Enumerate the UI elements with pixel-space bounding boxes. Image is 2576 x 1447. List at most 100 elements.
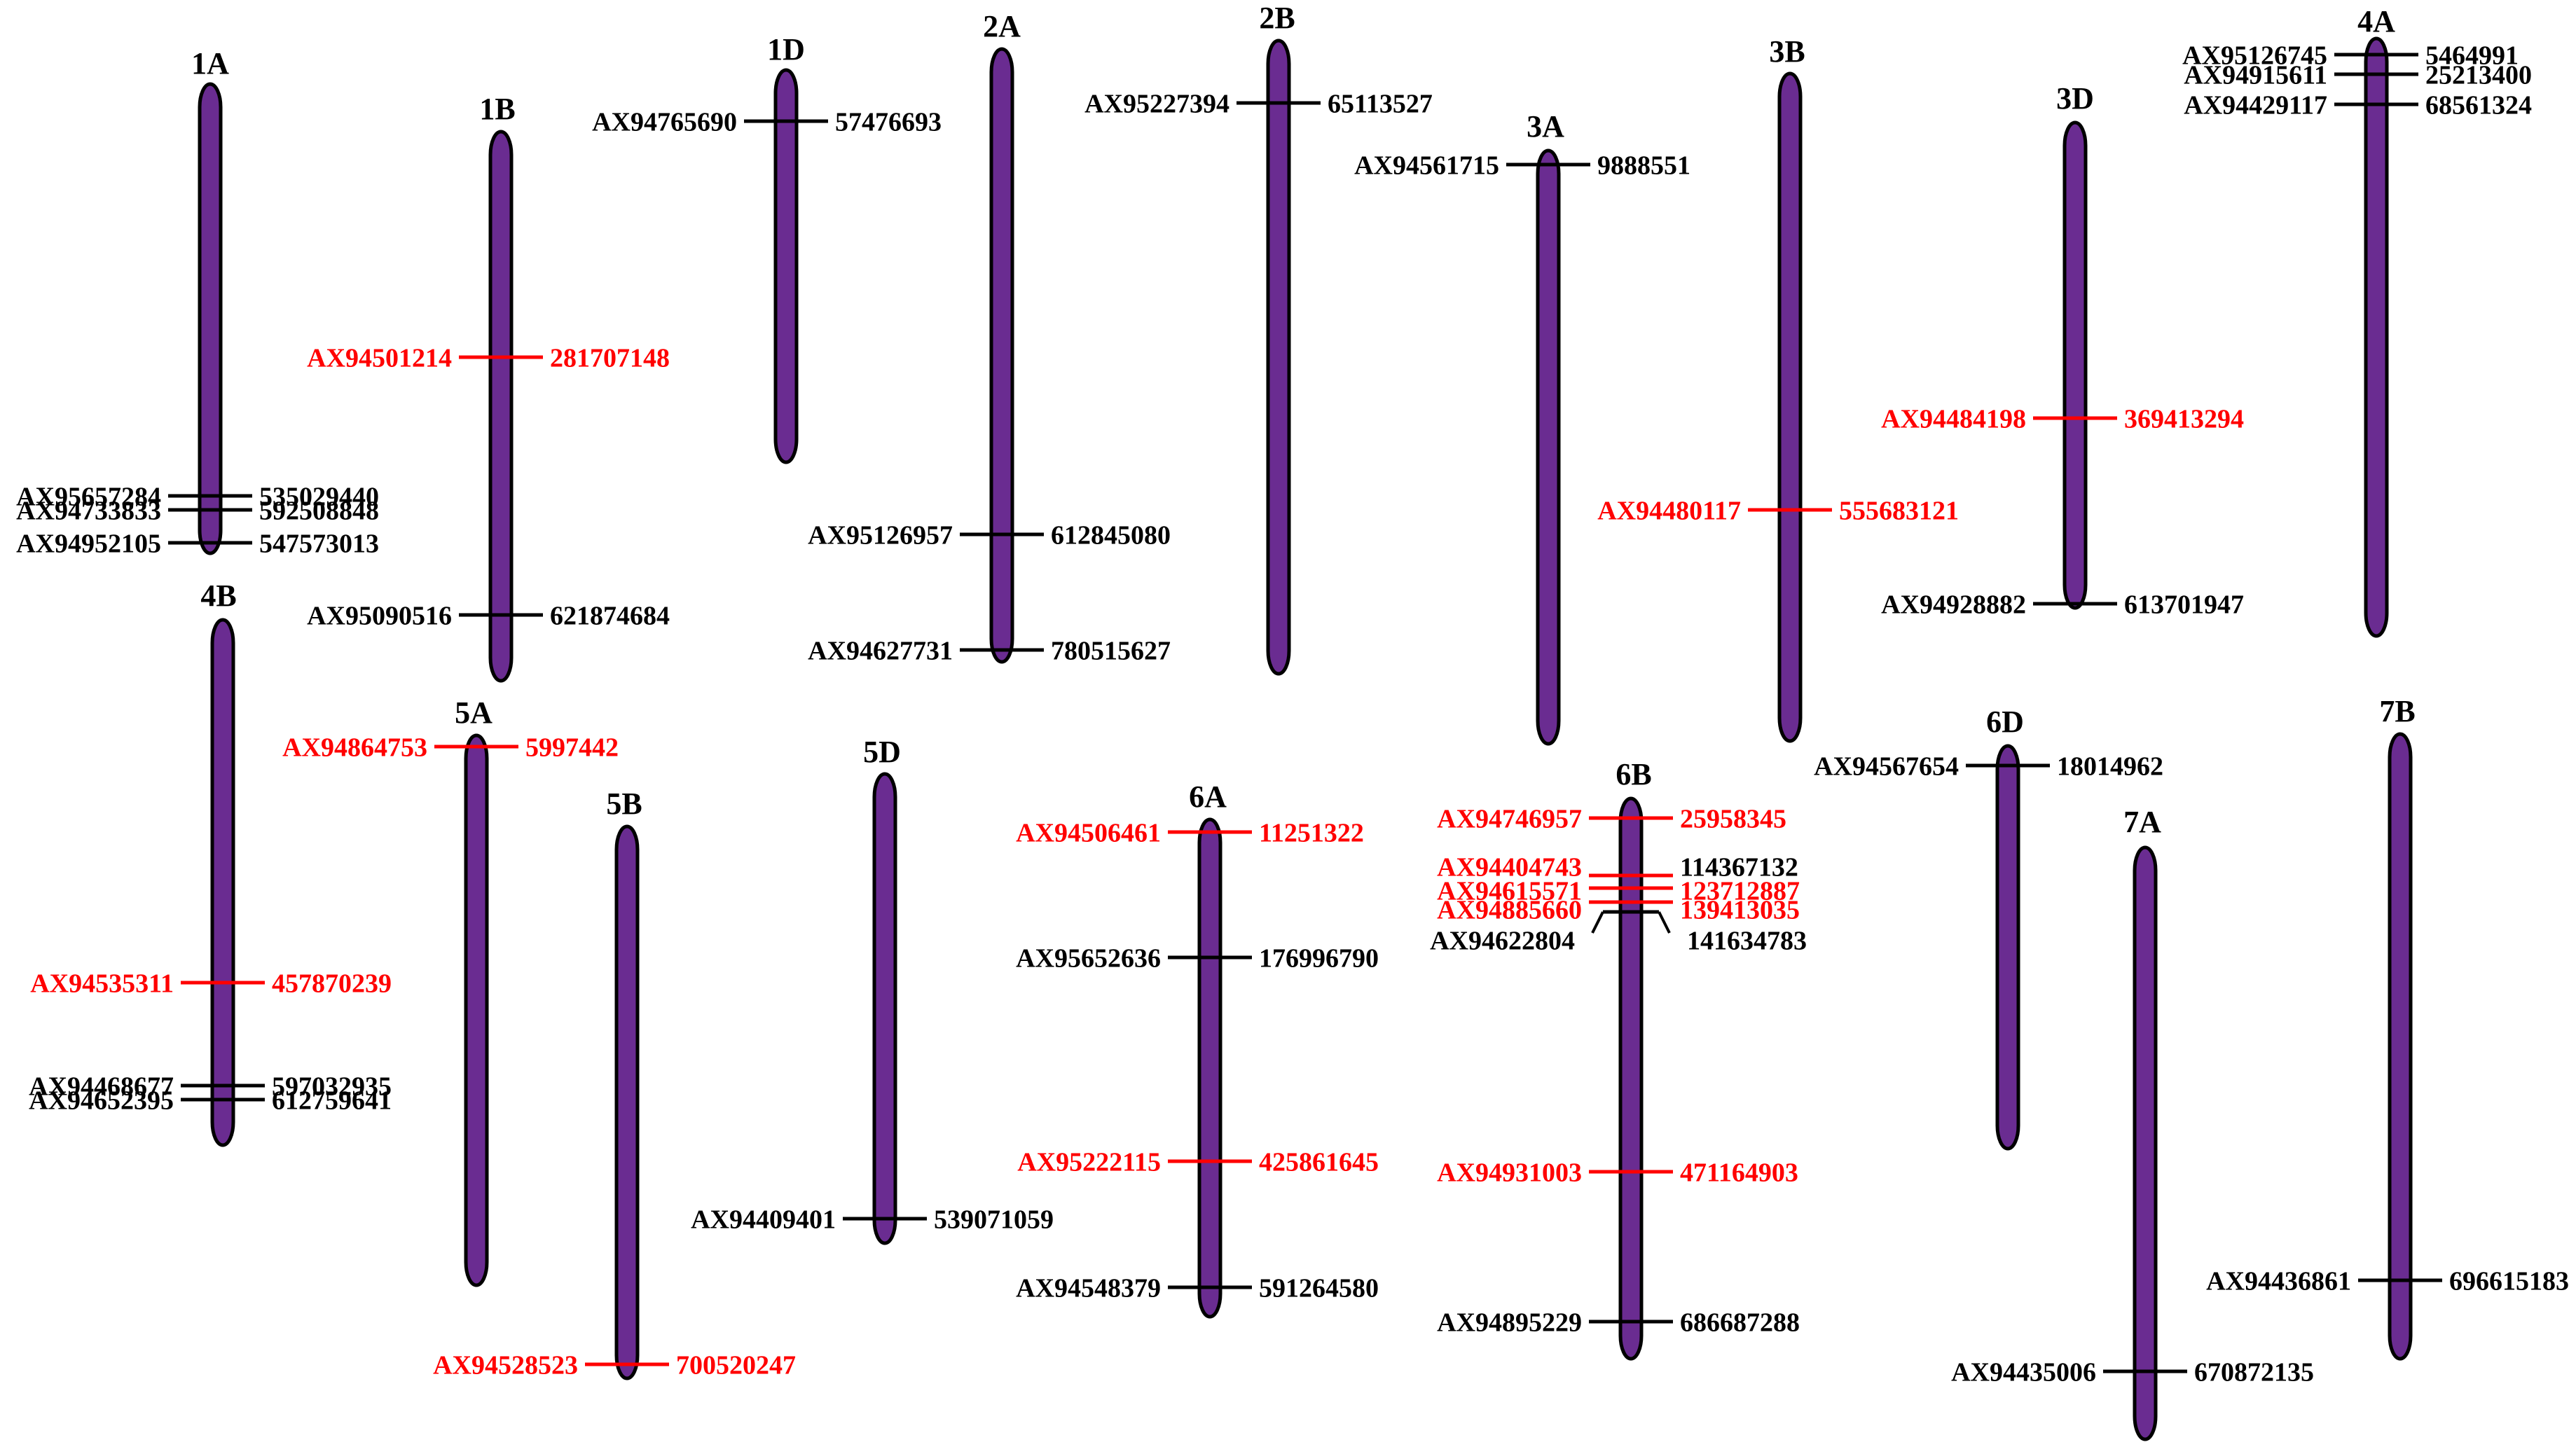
marker-id: AX95090516 <box>307 601 452 630</box>
chromosome-label: 1B <box>479 92 515 126</box>
marker-ax94652395: AX94652395 612759641 <box>29 1086 392 1115</box>
marker-ax94864753: AX94864753 5997442 <box>282 733 619 762</box>
marker-ax94627731: AX94627731 780515627 <box>808 636 1171 665</box>
marker-id: AX94733833 <box>16 496 161 525</box>
marker-id: AX94468677 <box>29 1072 174 1101</box>
chromosome-label: 3B <box>1769 34 1805 69</box>
marker-id: AX94561715 <box>1354 151 1499 180</box>
marker-ax95090516: AX95090516 621874684 <box>307 601 670 630</box>
marker-ax94429117: AX94429117 68561324 <box>2184 90 2532 120</box>
marker-id: AX94895229 <box>1437 1308 1582 1337</box>
marker-position: 547573013 <box>259 529 379 558</box>
marker-position: 612845080 <box>1051 520 1171 550</box>
chromosome-body <box>773 68 799 464</box>
marker-position: 114367132 <box>1680 852 1798 882</box>
marker-position: 555683121 <box>1839 496 1959 525</box>
chromosome-label: 2A <box>983 9 1021 43</box>
marker-position: 25213400 <box>2425 60 2532 90</box>
marker-position: 369413294 <box>2124 404 2244 434</box>
marker-position: 176996790 <box>1259 943 1379 973</box>
chromosome-label: 7A <box>2123 805 2161 839</box>
marker-id: AX94952105 <box>16 529 161 558</box>
chromosome-label: 6B <box>1616 757 1651 791</box>
chromosome-body <box>1618 796 1644 1361</box>
chromosome-body <box>614 824 640 1380</box>
marker-position: 780515627 <box>1051 636 1171 665</box>
marker-position: 696615183 <box>2449 1266 2569 1296</box>
marker-position: 141634783 <box>1687 926 1807 955</box>
marker-id: AX95126957 <box>808 520 953 550</box>
chromosome-label: 3A <box>1527 109 1564 144</box>
marker-id: AX94528523 <box>433 1350 578 1380</box>
marker-position: 281707148 <box>550 343 670 373</box>
marker-position: 57476693 <box>835 107 942 137</box>
marker-position: 5997442 <box>525 733 619 762</box>
marker-id: AX94429117 <box>2184 90 2327 120</box>
marker-position: 68561324 <box>2425 90 2532 120</box>
marker-position: 457870239 <box>272 969 392 998</box>
chromosome-label: 6A <box>1189 780 1227 814</box>
marker-position: 612759641 <box>272 1086 392 1115</box>
chromosome-body <box>464 733 489 1287</box>
chromosome-label: 4B <box>200 579 236 613</box>
chromosome-body <box>2364 36 2389 638</box>
marker-position: 686687288 <box>1680 1308 1800 1337</box>
chromosome-body <box>2388 732 2413 1361</box>
chromosome-body <box>488 130 514 683</box>
chromosome-body <box>1536 148 1561 746</box>
marker-ax94622804: AX94622804 141634783 <box>1430 910 1807 955</box>
marker-id: AX94765690 <box>592 107 737 137</box>
marker-id: AX94615571 <box>1437 876 1582 906</box>
marker-id: AX94436861 <box>2206 1266 2351 1296</box>
chromosome-label: 5D <box>863 735 901 769</box>
marker-position: 139413035 <box>1680 895 1800 925</box>
marker-ax94436861: AX94436861 696615183 <box>2206 1266 2569 1296</box>
marker-id: AX94864753 <box>282 733 427 762</box>
marker-id: AX94931003 <box>1437 1158 1582 1187</box>
chromosome-label: 3D <box>2056 81 2094 116</box>
chromosome-body <box>872 772 897 1245</box>
marker-id: AX95222115 <box>1017 1147 1161 1177</box>
marker-position: 621874684 <box>550 601 670 630</box>
marker-ax95222115: AX95222115 425861645 <box>1017 1147 1379 1177</box>
marker-position: 425861645 <box>1259 1147 1379 1177</box>
chromosome-body <box>1777 71 1803 743</box>
marker-position: 11251322 <box>1259 818 1364 847</box>
marker-id: AX94627731 <box>808 636 953 665</box>
marker-id: AX94652395 <box>29 1086 174 1115</box>
marker-id: AX94746957 <box>1437 804 1582 833</box>
chromosome-body <box>210 618 235 1147</box>
marker-leader <box>1591 911 1604 934</box>
marker-id: AX94435006 <box>1951 1357 2096 1387</box>
marker-id: AX94928882 <box>1881 590 2026 619</box>
marker-id: AX94885660 <box>1437 895 1582 925</box>
chromosome-label: 2B <box>1259 1 1295 35</box>
marker-position: 18014962 <box>2057 752 2163 781</box>
marker-id: AX94622804 <box>1430 926 1575 955</box>
marker-id: AX94548379 <box>1016 1273 1161 1303</box>
